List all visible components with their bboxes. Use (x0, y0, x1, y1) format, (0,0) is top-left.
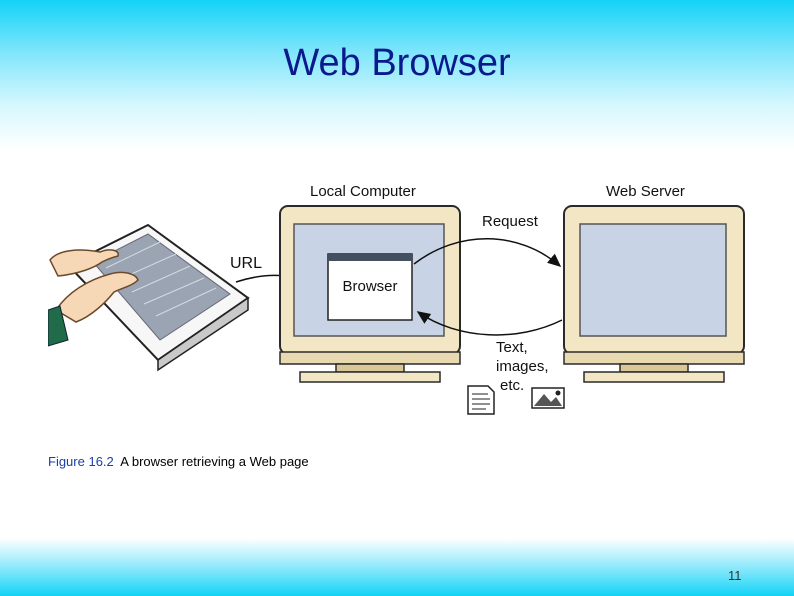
page-number: 11 (728, 568, 742, 583)
response-arrow (416, 311, 563, 336)
document-icon (467, 385, 495, 415)
slide-title: Web Browser (283, 42, 511, 84)
response-label-line2: images, (496, 358, 549, 375)
browser-label: Browser (342, 278, 397, 295)
figure-caption-text: A browser retrieving a Web page (120, 454, 309, 469)
request-label: Request (482, 213, 539, 230)
request-arrow (413, 238, 562, 267)
top-gradient-band (0, 0, 794, 150)
response-label-line3: etc. (500, 377, 524, 394)
figure-caption: Figure 16.2 A browser retrieving a Web p… (48, 454, 309, 469)
bottom-gradient-band (0, 538, 794, 596)
web-server-label: Web Server (606, 183, 685, 200)
response-label-line1: Text, (496, 339, 528, 356)
browser-window (327, 253, 413, 321)
url-label: URL (230, 255, 262, 272)
browser-diagram: URL Local Computer Browser Web Server Re… (48, 183, 745, 415)
keyboard-icon (66, 223, 250, 372)
web-server-monitor (563, 205, 745, 383)
local-computer-label: Local Computer (310, 183, 416, 200)
figure-number: Figure 16.2 (48, 454, 114, 469)
typing-hands-icon (48, 249, 139, 347)
image-icon (531, 387, 565, 409)
